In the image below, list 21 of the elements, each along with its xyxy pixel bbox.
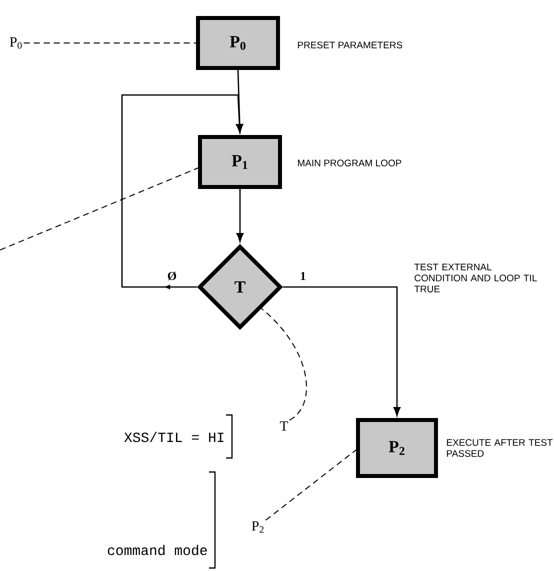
node-label: P$_{0}$: [10, 37, 22, 49]
leader-line: [23, 42, 196, 44]
process-box: P$_{1}$: [198, 135, 282, 189]
annotation: EXECUTE AFTER TEST PASSED: [446, 439, 553, 457]
code-text: command mode: [108, 544, 207, 556]
process-box: P$_{2}$: [356, 418, 438, 478]
leader-line: [265, 450, 356, 521]
arrow: [236, 189, 244, 242]
annotation: MAIN PROGRAM LOOP: [298, 160, 402, 166]
node-label: P$_{2}$: [252, 521, 264, 533]
arrow: [121, 94, 244, 290]
code-text: XSS/TIL = HI: [124, 432, 224, 442]
process-box: P$_{0}$: [196, 16, 280, 70]
edge-label: 1: [299, 271, 307, 281]
arrow: [283, 286, 401, 416]
leader-line: [261, 308, 307, 421]
leader-line: [0, 168, 198, 250]
edge-label: Ø: [166, 270, 178, 282]
annotation: PRESET PARAMETERS: [298, 42, 402, 48]
annotation: TEST EXTERNAL CONDITION AND LOOP TIL TRUE: [414, 264, 537, 292]
node-label: T: [280, 421, 288, 431]
